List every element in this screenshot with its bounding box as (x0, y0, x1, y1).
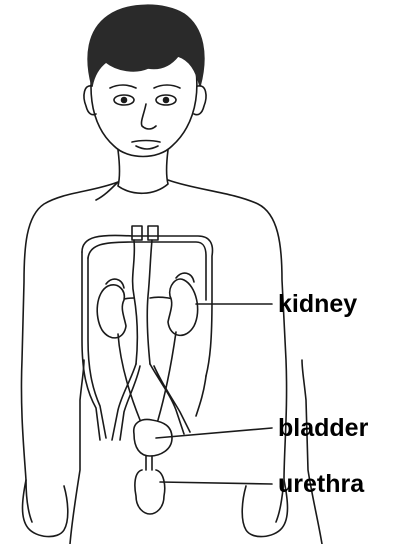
left-hand (23, 480, 68, 537)
right-eyebrow (154, 85, 180, 88)
urethra (146, 456, 152, 470)
left-kidney (97, 285, 126, 338)
central-vessel-right (147, 240, 152, 364)
central-vessel-left (133, 240, 138, 364)
genital-outline (135, 470, 165, 514)
left-ureter (118, 334, 146, 430)
left-pupil (122, 98, 127, 103)
urethra-label: urethra (278, 470, 365, 498)
nose (141, 104, 156, 129)
bladder-label: bladder (278, 414, 369, 442)
aorta-top-vessel-right (148, 226, 158, 240)
left-outer-vessel (82, 252, 106, 440)
right-kidney (168, 279, 198, 335)
hair (88, 5, 204, 86)
aorta-top-vessel-left (132, 226, 142, 240)
right-pupil (164, 98, 169, 103)
kidney-label: kidney (278, 290, 357, 318)
bladder-pointer-line (156, 428, 272, 438)
right-outer-vessel (196, 376, 206, 416)
mouth (132, 141, 160, 150)
urethra-pointer-line (160, 482, 272, 484)
left-eyebrow (110, 85, 136, 88)
right-ureter (154, 332, 176, 430)
